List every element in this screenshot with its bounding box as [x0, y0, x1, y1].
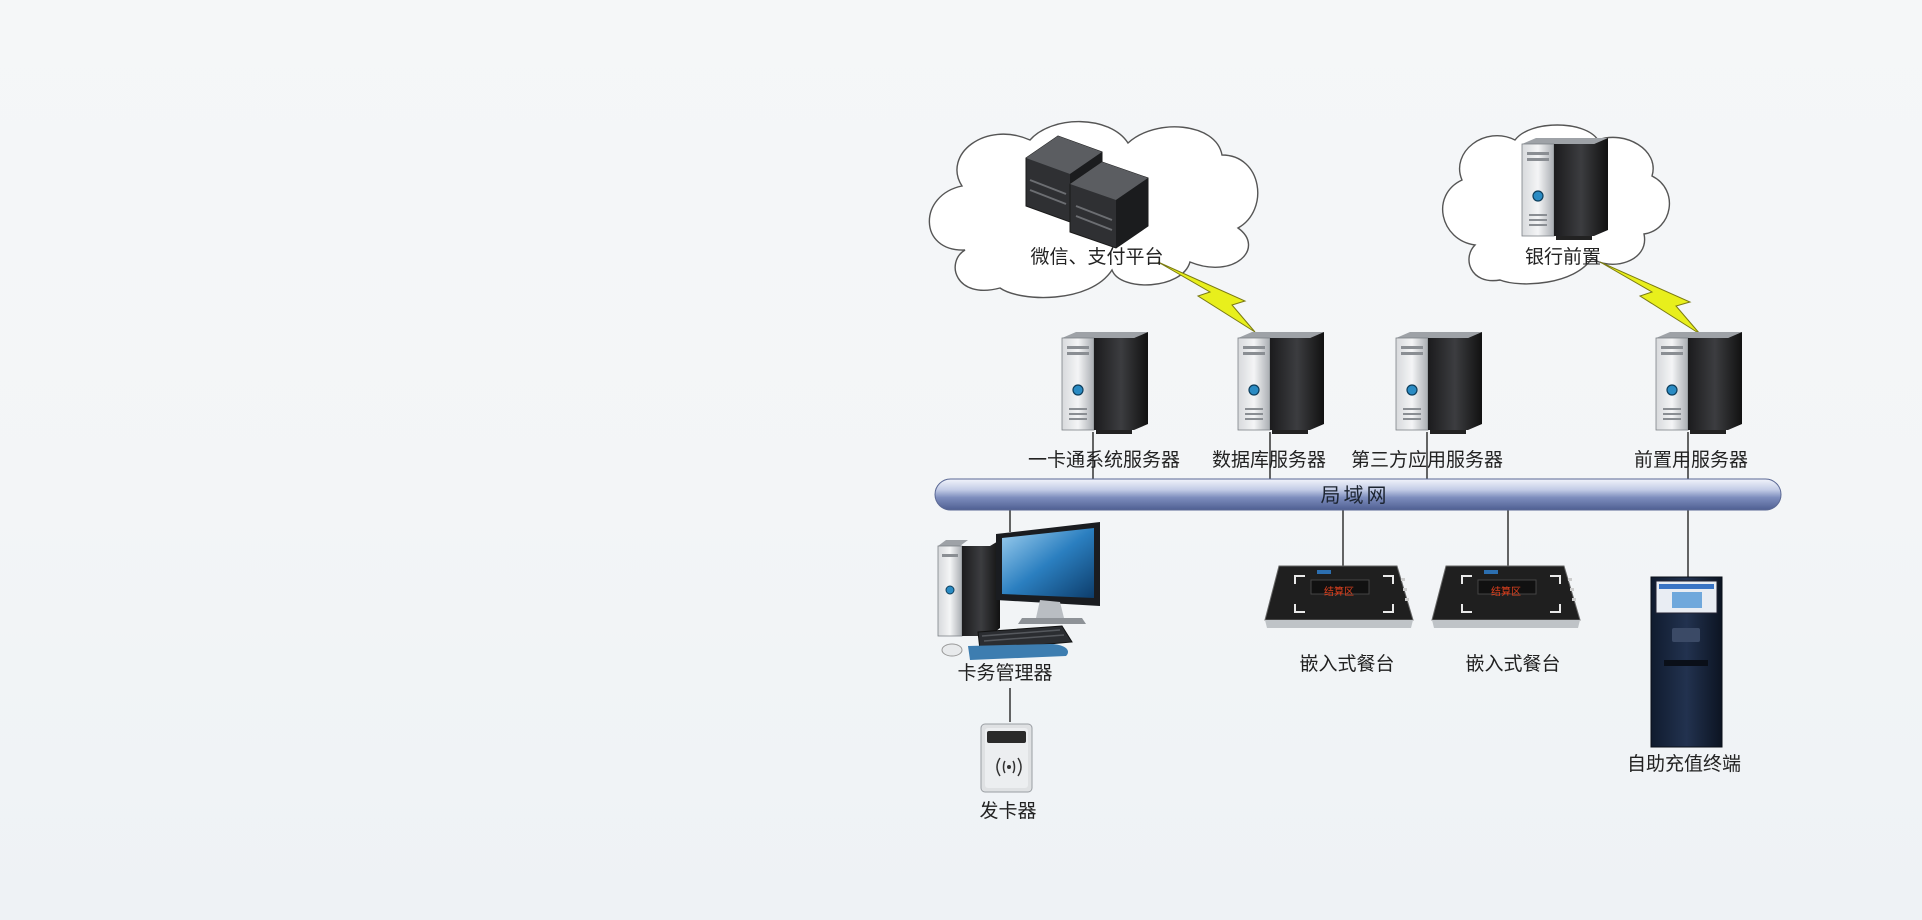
dining-table-2: 结算区 — [1431, 565, 1581, 629]
database-server-icon — [1237, 331, 1325, 435]
self-service-terminal-icon — [1650, 576, 1723, 748]
bank-link-lightning-icon — [1599, 261, 1701, 335]
third-party-server-icon — [1395, 331, 1483, 435]
dining-table-1-screen-text: 结算区 — [1324, 585, 1354, 598]
front-server-icon — [1655, 331, 1743, 435]
card-manager-workstation-icon — [937, 522, 1100, 660]
database-server-label: 数据库服务器 — [1212, 449, 1326, 471]
dining-table-1-label: 嵌入式餐台 — [1299, 653, 1394, 675]
card-issuer-icon — [980, 723, 1033, 793]
card-issuer-label: 发卡器 — [979, 800, 1036, 822]
network-wires — [1009, 432, 1689, 722]
dining-table-1: 结算区 — [1264, 565, 1414, 629]
self-service-terminal-label: 自助充值终端 — [1627, 753, 1741, 775]
wechat-server-boxes-icon — [1025, 135, 1149, 249]
wechat-pay-platform-label: 微信、支付平台 — [1030, 246, 1163, 268]
front-server-label: 前置用服务器 — [1634, 449, 1748, 471]
lan-bus: 局域网 — [934, 478, 1782, 511]
card-manager-label: 卡务管理器 — [957, 662, 1052, 684]
lan-label: 局域网 — [1321, 483, 1390, 507]
bank-server-icon — [1521, 137, 1609, 241]
card-system-server-icon — [1061, 331, 1149, 435]
card-system-server-label: 一卡通系统服务器 — [1028, 449, 1180, 471]
dining-table-2-screen-text: 结算区 — [1491, 585, 1521, 598]
bank-front-label: 银行前置 — [1525, 246, 1601, 268]
third-party-server-label: 第三方应用服务器 — [1351, 449, 1503, 471]
dining-table-2-label: 嵌入式餐台 — [1465, 653, 1560, 675]
